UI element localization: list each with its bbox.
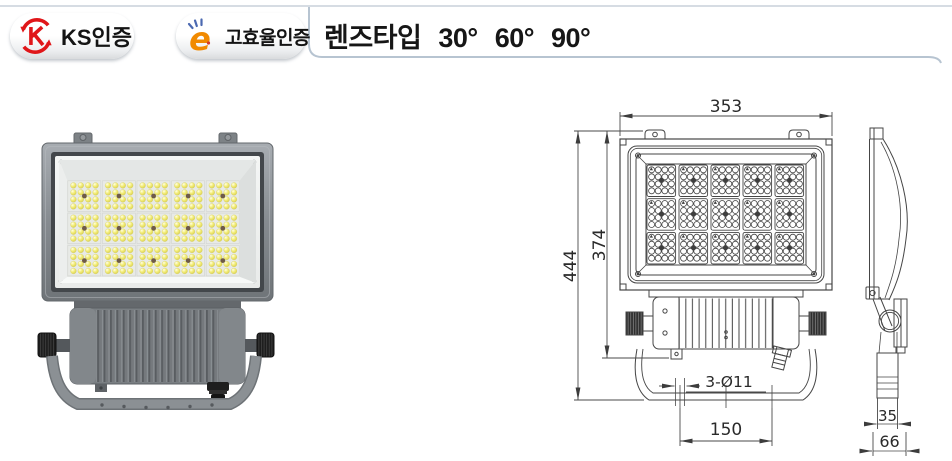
front-knob-right (808, 311, 827, 336)
front-mounting-bracket (634, 348, 818, 408)
dim-body-height: 374 (590, 229, 610, 261)
high-efficiency-mascot-icon: e (187, 18, 211, 57)
photo-top-brackets (73, 132, 238, 146)
side-bracket-leg (876, 352, 899, 399)
photo-knob-shaft-left (56, 339, 70, 352)
technical-drawing: 353 444 374 3-Ø11 150 35 66 (561, 97, 920, 456)
page-title: 렌즈타입 30° 60° 90° (324, 23, 591, 53)
dim-overall-height: 444 (561, 250, 581, 282)
dimension-labels: 353 444 374 3-Ø11 150 35 66 (561, 97, 900, 451)
photo-led-panel (67, 180, 240, 277)
ks-badge-label: KS인증 (61, 25, 133, 50)
dim-bracket-width: 35 (878, 407, 897, 425)
front-top-brackets (644, 129, 810, 139)
svg-text:e: e (189, 20, 211, 57)
drawing-side-view (865, 127, 908, 399)
photo-driver-box (37, 301, 275, 405)
dim-depth: 66 (879, 432, 899, 451)
photo-knob-right (256, 332, 275, 358)
front-led-modules (646, 164, 805, 265)
ks-certification-mark-icon (20, 18, 52, 54)
efficiency-badge-label: 고효율인증 (225, 27, 310, 49)
dimension-lines (574, 112, 920, 456)
dim-mount-holes: 3-Ø11 (705, 373, 752, 391)
product-photo (37, 132, 275, 410)
front-driver-box (625, 289, 827, 371)
photo-mounting-bracket (46, 355, 262, 410)
dim-hole-pitch: 150 (710, 420, 742, 440)
ks-certification-badge: KS인증 (10, 13, 134, 59)
high-efficiency-badge: e 고효율인증 (176, 13, 310, 59)
photo-knob-left (37, 332, 57, 358)
front-cable-gland (771, 345, 793, 371)
drawing-front-view (619, 129, 833, 408)
bracket-hole-ticks (679, 385, 773, 408)
photo-bracket-holes (100, 403, 214, 410)
dim-width: 353 (710, 97, 742, 117)
photo-knob-shaft-right (245, 339, 258, 352)
front-knob-left (625, 311, 644, 336)
